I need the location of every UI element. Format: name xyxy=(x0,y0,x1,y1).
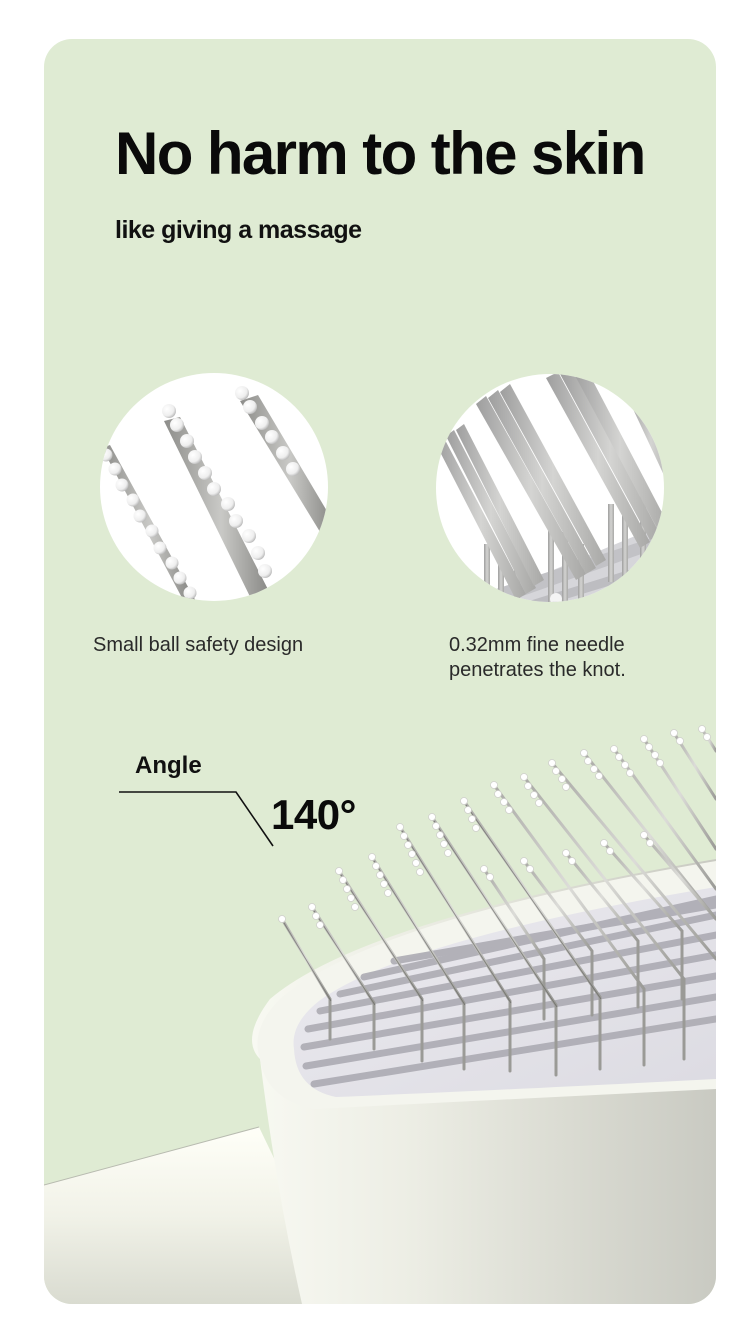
feature-caption-fine-needle: 0.32mm fine needle penetrates the knot. xyxy=(449,633,626,683)
feature-caption-ball-safety: Small ball safety design xyxy=(93,633,303,658)
ball-tip-closeup-image xyxy=(100,373,328,601)
brush-product-render xyxy=(44,725,716,1304)
angle-value: 140° xyxy=(271,791,356,838)
product-card: No harm to the skin like giving a massag… xyxy=(44,39,716,1304)
page-subtitle: like giving a massage xyxy=(115,216,362,244)
fine-needle-closeup-image xyxy=(436,374,664,602)
angle-label: Angle xyxy=(135,752,202,779)
caption-line: Small ball safety design xyxy=(93,634,304,656)
caption-line: penetrates the knot. xyxy=(449,659,626,681)
page-title: No harm to the skin xyxy=(115,120,646,187)
fine-needle-pins-illustration xyxy=(436,374,664,602)
ball-tip-pins-illustration xyxy=(100,386,328,601)
caption-line: 0.32mm fine needle xyxy=(449,634,625,656)
